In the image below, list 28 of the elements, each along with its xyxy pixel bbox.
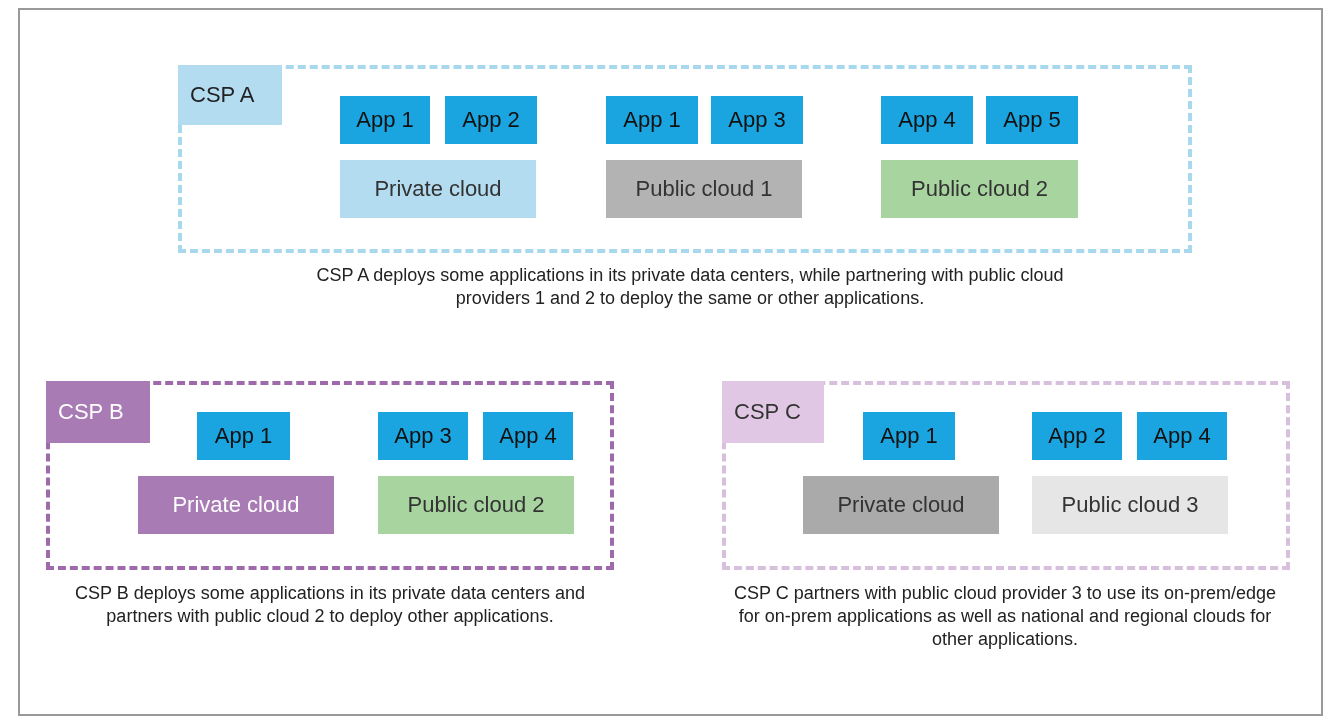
dashed-group-frame [46, 381, 614, 570]
app-box: App 1 [197, 412, 290, 460]
dashed-group-frame [722, 381, 1290, 570]
app-box: App 2 [445, 96, 537, 144]
cloud-box: Private cloud [803, 476, 999, 534]
app-box: App 5 [986, 96, 1078, 144]
app-box: App 3 [378, 412, 468, 460]
app-box: App 4 [1137, 412, 1227, 460]
group-tab: CSP C [722, 381, 824, 443]
app-box: App 3 [711, 96, 803, 144]
caption-text: CSP A deploys some applications in its private data centers, while partnering with public cloud providers 1 and 2 to deploy the same or other applications. [315, 264, 1065, 310]
cloud-box: Public cloud 1 [606, 160, 802, 218]
group-tab: CSP A [178, 65, 282, 125]
app-box: App 1 [606, 96, 698, 144]
cloud-box: Public cloud 3 [1032, 476, 1228, 534]
cloud-box: Public cloud 2 [881, 160, 1078, 218]
app-box: App 1 [863, 412, 955, 460]
caption-text: CSP B deploys some applications in its private data centers and partners with public cloud 2 to deploy other applications. [74, 582, 586, 628]
dashed-group-frame [178, 65, 1192, 253]
caption-text: CSP C partners with public cloud provider 3 to use its on-prem/edge for on-prem applications as well as national and regional clouds for other applications. [733, 582, 1277, 651]
group-tab: CSP B [46, 381, 150, 443]
cloud-box: Private cloud [340, 160, 536, 218]
app-box: App 4 [483, 412, 573, 460]
cloud-box: Public cloud 2 [378, 476, 574, 534]
app-box: App 1 [340, 96, 430, 144]
cloud-box: Private cloud [138, 476, 334, 534]
app-box: App 2 [1032, 412, 1122, 460]
app-box: App 4 [881, 96, 973, 144]
